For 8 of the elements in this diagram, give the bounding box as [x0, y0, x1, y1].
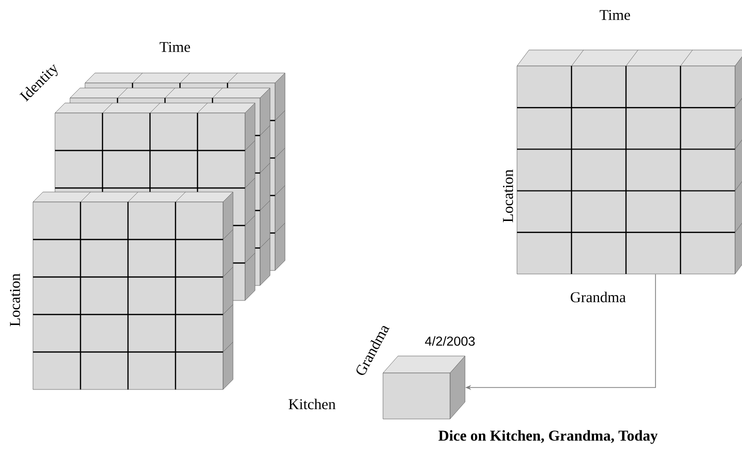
- axis-label: Kitchen: [288, 398, 336, 410]
- axis-label: Grandma: [570, 292, 626, 302]
- axis-label: Location: [10, 274, 20, 326]
- axis-label: Time: [600, 10, 630, 20]
- caption: Dice on Kitchen, Grandma, Today: [438, 430, 658, 444]
- axis-label: Location: [502, 170, 514, 222]
- axis-label: Time: [160, 42, 190, 52]
- axis-label: 4/2/2003: [425, 336, 475, 346]
